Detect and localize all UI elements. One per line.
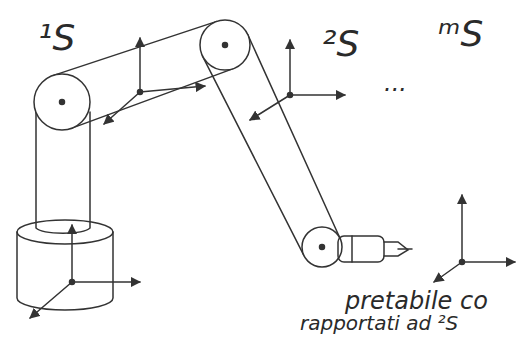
note-text: pretabile co [345,288,488,314]
frame-name: ᵐS [438,14,483,54]
frame-name: ²S [322,24,359,64]
joint-dots [60,43,325,250]
frame-m [434,195,515,282]
base-frame [30,225,140,318]
gripper [338,236,412,262]
note-text: rapportati ad ²S [300,312,458,334]
frame-1 [104,38,205,124]
joint-circles [34,20,342,267]
ellipsis: ... [384,70,407,96]
frame-name: ¹S [38,18,75,58]
